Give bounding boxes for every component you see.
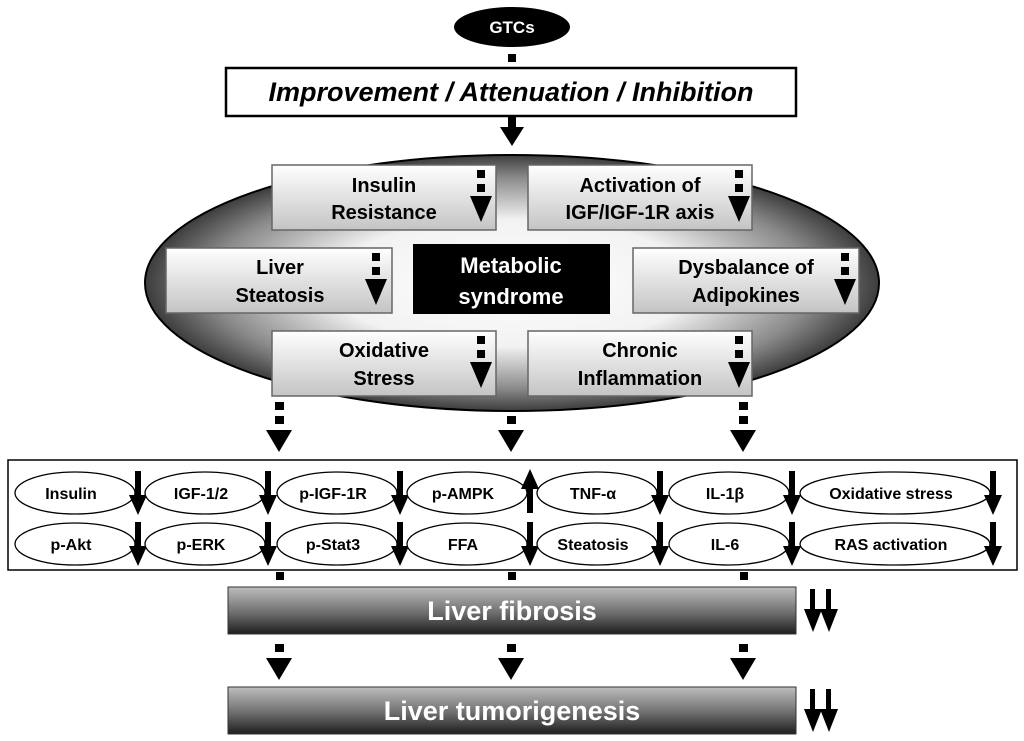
condition-label-9: Oxidative — [339, 340, 429, 362]
marker-label: Insulin — [45, 486, 97, 503]
condition-label-2: Resistance — [331, 202, 437, 224]
condition-label-5: Liver — [256, 257, 304, 279]
marker-label: Oxidative stress — [829, 486, 953, 503]
condition-igf-axis: Activation of IGF/IGF-1R axis — [527, 164, 753, 231]
effect-box — [224, 66, 798, 118]
marker-label: p-ERK — [177, 537, 226, 554]
marker-item: IL-6 — [668, 522, 801, 566]
marker-label: IL-6 — [711, 537, 740, 554]
marker-item: p-Akt — [14, 522, 147, 566]
marker-item: FFA — [406, 522, 539, 566]
condition-label-4: IGF/IGF-1R axis — [566, 202, 715, 224]
arrow-ellipse-to-markers-right — [730, 402, 756, 452]
marker-label: IL-1β — [706, 486, 744, 503]
down-dashed-arrow-icon — [728, 170, 750, 222]
marker-item: Oxidative stress — [799, 471, 1002, 515]
up-arrow-icon — [521, 469, 539, 513]
marker-label: p-Stat3 — [306, 537, 360, 554]
marker-label: TNF-α — [570, 486, 616, 503]
double-down-arrow-icon — [804, 689, 838, 732]
condition-insulin-resistance: Insulin Resistance — [271, 164, 497, 231]
condition-oxidative-stress: Oxidative Stress — [271, 330, 497, 397]
liver-fibrosis-label: Liver fibrosis — [427, 596, 597, 626]
down-arrow-icon — [521, 522, 539, 566]
down-arrow-icon — [984, 522, 1002, 566]
down-dashed-arrow-icon — [834, 253, 856, 305]
marker-item: p-ERK — [144, 522, 277, 566]
marker-item: IGF-1/2 — [144, 471, 277, 515]
arrow-fibrosis-to-tumorigenesis — [266, 644, 756, 680]
condition-label-8: Adipokines — [692, 285, 800, 307]
marker-item: Insulin — [14, 471, 147, 515]
down-arrow-icon — [984, 471, 1002, 515]
condition-label-10: Stress — [353, 368, 414, 390]
condition-label-6: Steatosis — [236, 285, 325, 307]
marker-item: p-Stat3 — [276, 522, 409, 566]
condition-liver-steatosis: Liver Steatosis — [165, 247, 393, 314]
marker-label: FFA — [448, 537, 479, 554]
condition-adipokines: Dysbalance of Adipokines — [632, 247, 860, 314]
marker-label: p-IGF-1R — [299, 486, 367, 503]
down-arrow-icon — [651, 471, 669, 515]
down-arrow-icon — [129, 522, 147, 566]
arrow-gtcs-to-effect — [508, 54, 516, 62]
metabolic-syndrome-box — [413, 244, 610, 314]
metabolic-syndrome-line2: syndrome — [458, 284, 563, 309]
down-arrow-icon — [129, 471, 147, 515]
marker-label: p-Akt — [51, 537, 93, 554]
condition-chronic-inflammation: Chronic Inflammation — [527, 330, 753, 397]
down-dashed-arrow-icon — [365, 253, 387, 305]
down-arrow-icon — [259, 522, 277, 566]
down-arrow-icon — [783, 522, 801, 566]
gtcs-node — [454, 7, 570, 47]
double-down-arrow-icon — [804, 589, 838, 632]
down-arrow-icon — [651, 522, 669, 566]
marker-label: p-AMPK — [432, 486, 495, 503]
down-arrow-icon — [391, 522, 409, 566]
down-dashed-arrow-icon — [470, 170, 492, 222]
marker-grid: Insulin IGF-1/2 p-IGF-1R p-AMPK TNF-α IL-1β Ox… — [14, 469, 1002, 566]
marker-label: IGF-1/2 — [174, 486, 228, 503]
down-arrow-icon — [783, 471, 801, 515]
metabolic-syndrome-line1: Metabolic — [460, 253, 561, 278]
condition-label-11: Chronic — [602, 340, 678, 362]
marker-item: TNF-α — [536, 471, 669, 515]
arrow-ellipse-to-markers-center — [498, 416, 524, 452]
marker-item: p-IGF-1R — [276, 471, 409, 515]
arrow-ellipse-to-markers-left — [266, 402, 292, 452]
marker-item: p-AMPK — [406, 469, 539, 515]
liver-tumorigenesis-bar — [227, 686, 797, 735]
gtcs-label: GTCs — [489, 18, 534, 37]
liver-tumorigenesis-label: Liver tumorigenesis — [384, 696, 641, 726]
liver-fibrosis-bar — [227, 586, 797, 635]
arrow-markers-to-fibrosis — [276, 572, 748, 580]
effect-label: Improvement / Attenuation / Inhibition — [269, 77, 754, 107]
marker-item: IL-1β — [668, 471, 801, 515]
arrow-effect-to-ellipse — [500, 117, 524, 146]
down-arrow-icon — [259, 471, 277, 515]
marker-label: Steatosis — [557, 537, 628, 554]
marker-item: RAS activation — [799, 522, 1002, 566]
condition-label-1: Insulin — [352, 175, 416, 197]
condition-label-7: Dysbalance of — [678, 257, 814, 279]
condition-label-12: Inflammation — [578, 368, 702, 390]
down-arrow-icon — [391, 471, 409, 515]
down-dashed-arrow-icon — [470, 336, 492, 388]
marker-label: RAS activation — [835, 537, 948, 554]
marker-item: Steatosis — [536, 522, 669, 566]
down-dashed-arrow-icon — [728, 336, 750, 388]
condition-label-3: Activation of — [579, 175, 700, 197]
